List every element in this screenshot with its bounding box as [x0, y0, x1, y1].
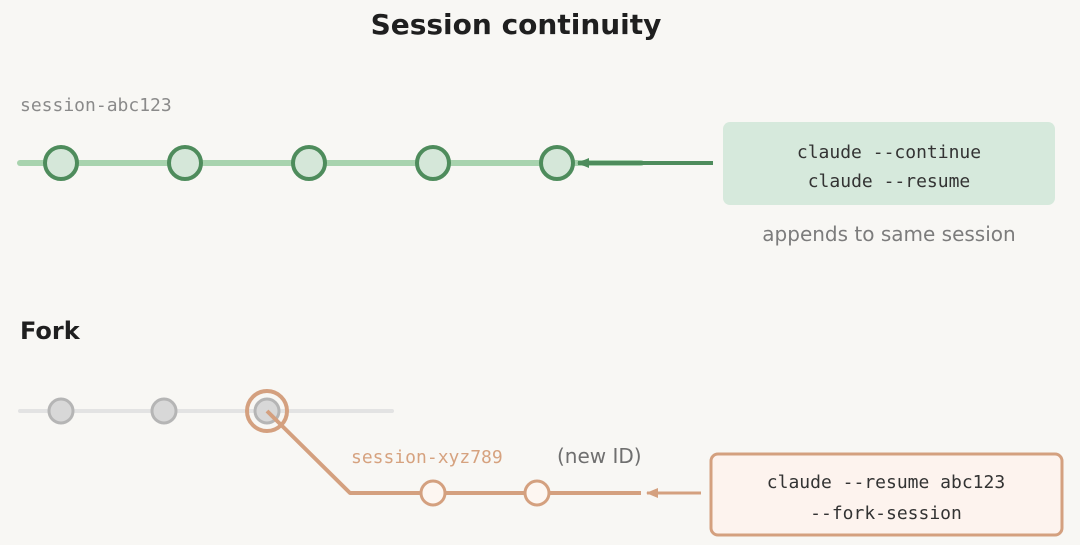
session-label: session-abc123 — [20, 95, 172, 116]
continuity-node-2 — [167, 145, 203, 181]
continuity-node-1 — [43, 145, 79, 181]
continuity-node-5 — [539, 145, 575, 181]
fork-command-line-2: --fork-session — [810, 503, 962, 524]
appends-note: appends to same session — [762, 222, 1015, 246]
continuity-node-4 — [415, 145, 451, 181]
fork-heading: Fork — [20, 317, 81, 345]
continue-command-line-2: claude --resume — [808, 171, 971, 192]
continue-command-line-1: claude --continue — [797, 142, 981, 163]
fork-command-line-1: claude --resume abc123 — [767, 472, 1005, 493]
new-id-label: (new ID) — [557, 444, 642, 468]
fork-point-ring — [245, 389, 289, 433]
fork-session-label: session-xyz789 — [351, 447, 503, 468]
fork-command-box — [709, 452, 1064, 537]
fork-branch-node-1 — [419, 479, 447, 507]
fork-base-node-2 — [150, 397, 178, 425]
continue-command-box — [723, 122, 1055, 205]
continuity-node-3 — [291, 145, 327, 181]
fork-base-node-1 — [47, 397, 75, 425]
page-title: Session continuity — [371, 8, 662, 41]
fork-branch-node-2 — [523, 479, 551, 507]
